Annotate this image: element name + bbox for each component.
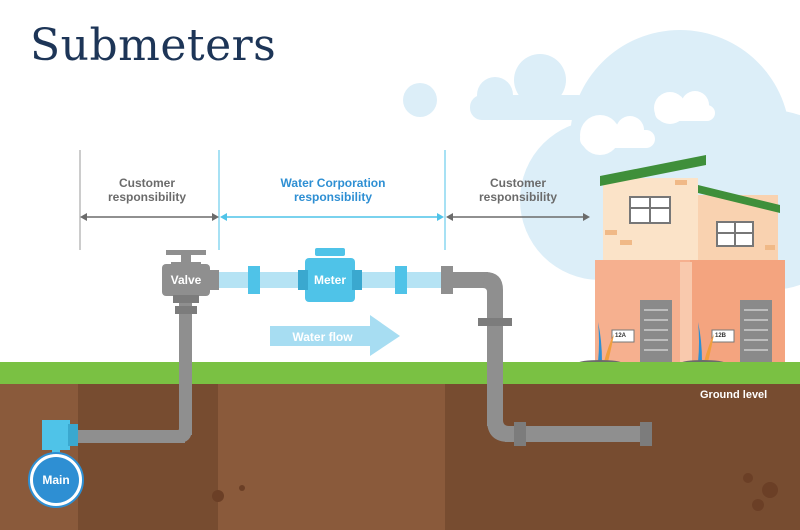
ground-level-label: Ground level (700, 389, 768, 401)
responsibility-arrows (80, 213, 590, 221)
page-title: Submeters (30, 20, 277, 71)
cloud-puff (403, 83, 437, 117)
right-responsibility-label: Customer responsibility (443, 176, 593, 204)
label-line: responsibility (478, 190, 558, 204)
unit-number-12a: 12A (615, 333, 627, 339)
middle-responsibility-label: Water Corporation responsibility (258, 176, 408, 204)
label-line: Water Corporation (280, 176, 386, 190)
cloud-highlights (580, 91, 715, 155)
unit-number-12b: 12B (715, 333, 727, 339)
valve-label: Valve (170, 273, 202, 287)
meter-label: Meter (313, 273, 346, 287)
divider-lines (79, 150, 446, 250)
house (578, 155, 785, 366)
water-flow-label: Water flow (292, 330, 353, 344)
label-line: responsibility (107, 190, 187, 204)
pipework (28, 248, 652, 508)
cloud-puff (514, 54, 566, 106)
soil-pebbles (212, 473, 778, 511)
label-line: Customer (118, 176, 175, 190)
label-line: Customer (489, 176, 546, 190)
left-responsibility-label: Customer responsibility (72, 176, 222, 204)
cloud-base (470, 95, 590, 120)
grass (0, 362, 800, 384)
main-label: Main (42, 473, 70, 487)
label-line: responsibility (293, 190, 373, 204)
